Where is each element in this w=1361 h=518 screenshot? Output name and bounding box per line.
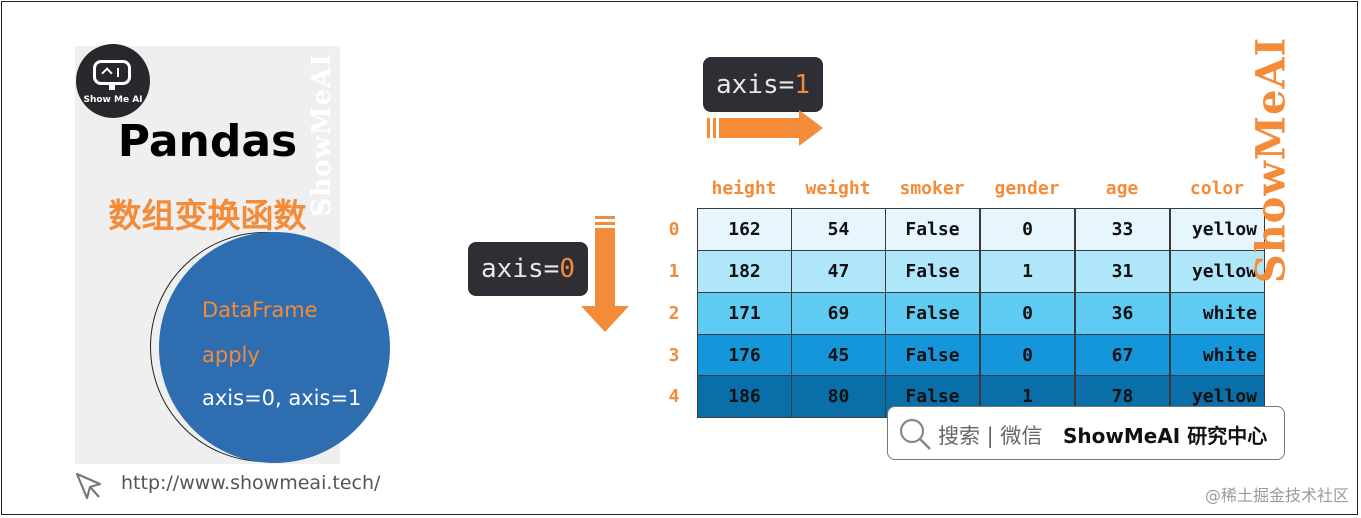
column-header-weight: weight	[805, 178, 871, 199]
table-cell: 69	[791, 292, 886, 335]
table-cell: 1	[980, 250, 1075, 293]
topic-disc	[159, 232, 390, 463]
axis1-label: axis=1	[703, 57, 823, 112]
page-subtitle: 数组变换函数	[108, 196, 307, 235]
robot-face-icon	[93, 60, 131, 85]
table-cell: False	[885, 250, 980, 293]
table-cell: 31	[1075, 250, 1170, 293]
table-cell: 67	[1075, 334, 1170, 377]
search-brand: ShowMeAI 研究中心	[1063, 424, 1268, 448]
table-cell: 54	[791, 208, 886, 251]
table-cell: yellow	[1170, 208, 1265, 251]
table-cell: False	[885, 292, 980, 335]
logo-text: Show Me AI	[83, 95, 143, 105]
search-hint: 搜索 | 微信	[938, 424, 1043, 448]
table-cell: 45	[791, 334, 886, 377]
table-cell: white	[1170, 334, 1265, 377]
page-title: Pandas	[117, 116, 298, 167]
row-index: 4	[668, 386, 680, 407]
disc-line-apply: apply	[202, 343, 260, 367]
table-cell: 80	[791, 375, 886, 418]
table-cell: 171	[697, 292, 792, 335]
search-icon	[899, 418, 931, 450]
table-cell: 186	[697, 375, 792, 418]
table-cell: 0	[980, 334, 1075, 377]
right-arrow-icon	[707, 110, 823, 146]
side-watermark: ShowMeAI	[1247, 36, 1295, 284]
table-cell: 47	[791, 250, 886, 293]
table-cell: 176	[697, 334, 792, 377]
column-header-age: age	[1105, 178, 1139, 199]
axis0-label: axis=0	[468, 242, 588, 296]
table-cell: 0	[980, 292, 1075, 335]
column-header-height: height	[711, 178, 777, 199]
showmeai-logo: Show Me AI	[76, 44, 150, 118]
table-cell: 36	[1075, 292, 1170, 335]
column-header-color: color	[1189, 178, 1245, 199]
table-cell: False	[885, 208, 980, 251]
row-index: 3	[668, 345, 680, 366]
website-link[interactable]: http://www.showmeai.tech/	[121, 472, 381, 494]
disc-line-dataframe: DataFrame	[202, 298, 318, 322]
row-index: 2	[668, 303, 680, 324]
source-credit: @稀土掘金技术社区	[1204, 486, 1349, 505]
row-index: 0	[668, 219, 680, 240]
table-cell: 0	[980, 208, 1075, 251]
disc-line-axis: axis=0, axis=1	[202, 386, 362, 410]
table-cell: 162	[697, 208, 792, 251]
row-index: 1	[668, 261, 680, 282]
column-header-gender: gender	[994, 178, 1060, 199]
table-cell: 33	[1075, 208, 1170, 251]
wechat-search-badge: 搜索 | 微信 ShowMeAI 研究中心	[887, 406, 1285, 460]
column-header-smoker: smoker	[899, 178, 965, 199]
table-cell: False	[885, 334, 980, 377]
down-arrow-icon	[581, 216, 629, 332]
cursor-icon	[75, 472, 102, 500]
table-cell: white	[1170, 292, 1265, 335]
table-cell: 182	[697, 250, 792, 293]
